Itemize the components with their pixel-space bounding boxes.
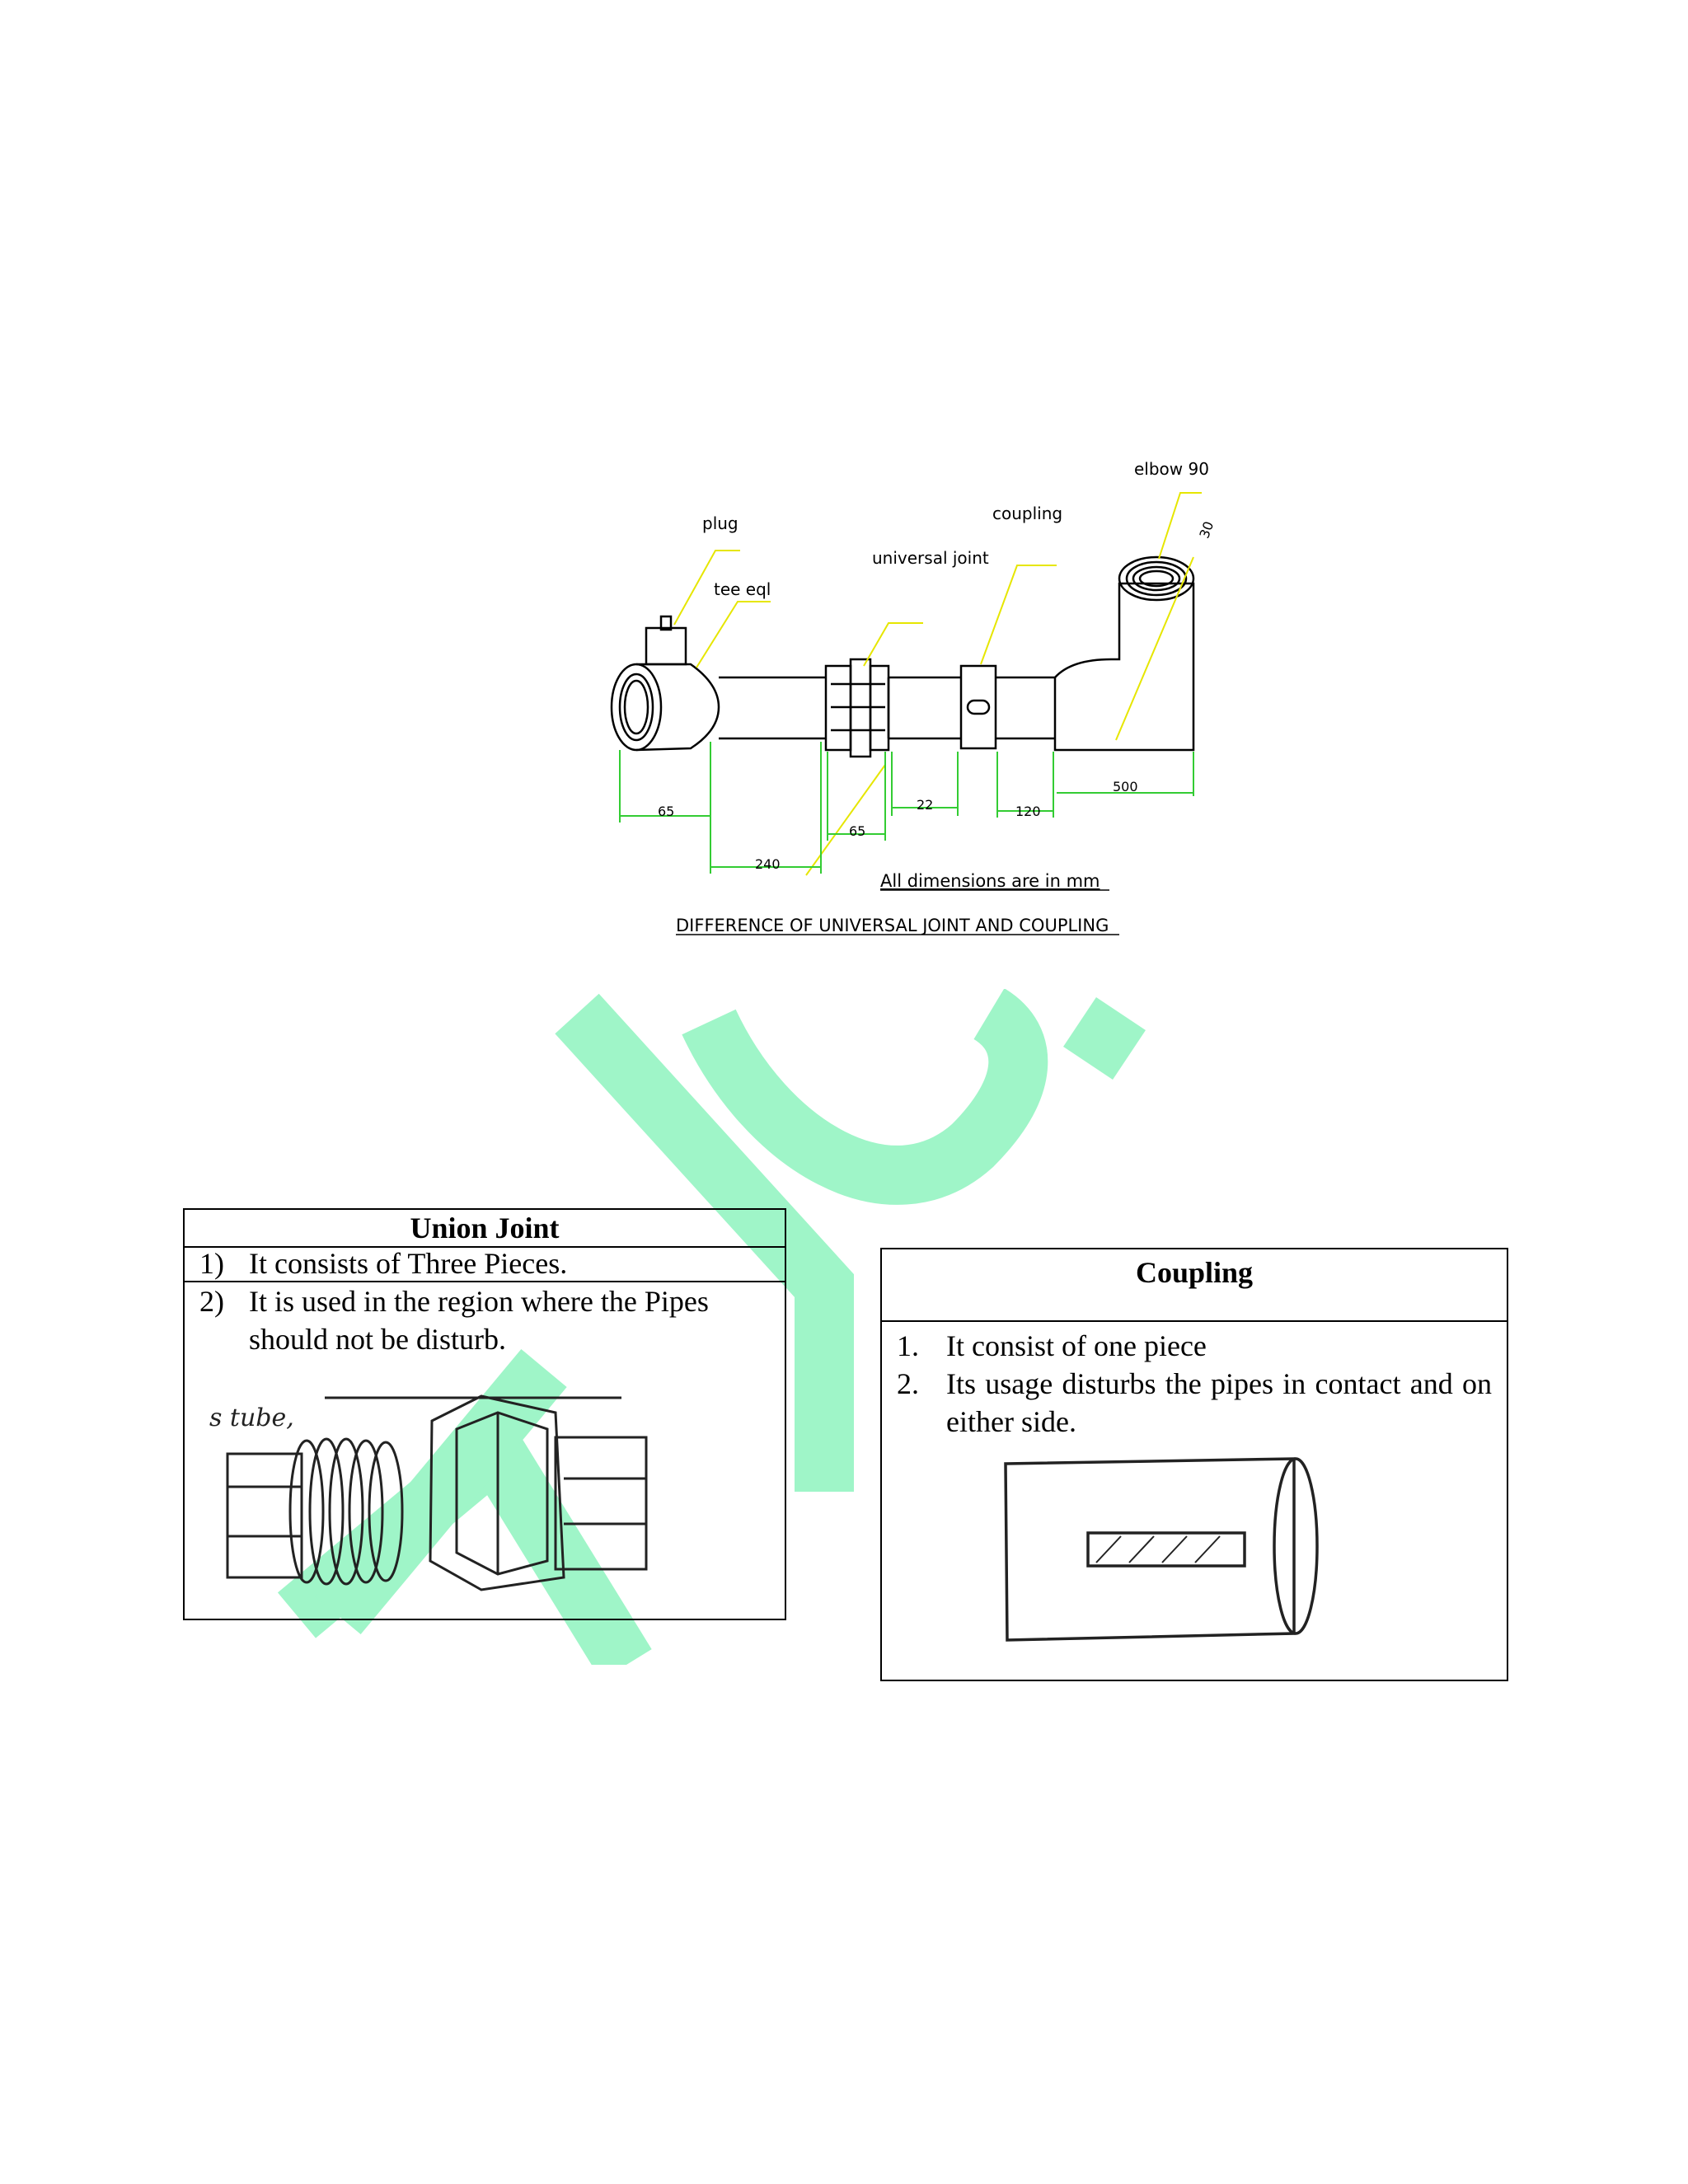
list-item: 1. It consist of one piece [897, 1327, 1492, 1365]
dim-pipe-2: 22 [917, 797, 933, 813]
coupling-list: 1. It consist of one piece 2. Its usage … [882, 1322, 1507, 1441]
item-text: It is used in the region where the Pipes… [249, 1285, 709, 1356]
coupling-sketch [1004, 1457, 1319, 1642]
item-number: 1) [199, 1247, 224, 1280]
elbow-90 [1053, 582, 1195, 752]
label-angle: 30 [1196, 519, 1217, 541]
item-text: Its usage disturbs the pipes in contact … [946, 1367, 1492, 1438]
dim-universal-joint: 65 [849, 823, 865, 839]
dim-elbow: 500 [1113, 779, 1138, 794]
tee-eql [635, 663, 720, 752]
dimension-note: All dimensions are in mm [880, 871, 1100, 891]
item-number: 2. [897, 1367, 919, 1400]
label-elbow: elbow 90 [1134, 459, 1209, 479]
label-coupling: coupling [992, 504, 1062, 523]
list-item: 2. Its usage disturbs the pipes in conta… [897, 1365, 1492, 1441]
table-row: 1) It consists of Three Pieces. [185, 1248, 785, 1282]
dim-coupling: 120 [1015, 804, 1041, 819]
pipe-assembly-drawing: plug tee eql universal joint coupling el… [610, 459, 1217, 935]
drawing-caption: DIFFERENCE OF UNIVERSAL JOINT AND COUPLI… [676, 916, 1109, 935]
label-tee: tee eql [714, 579, 771, 599]
label-plug: plug [702, 513, 738, 533]
union-joint-title: Union Joint [185, 1210, 785, 1248]
coupling-part [959, 664, 997, 750]
item-number: 2) [199, 1285, 224, 1318]
coupling-table: Coupling 1. It consist of one piece 2. I… [880, 1248, 1508, 1681]
union-joint-table: Union Joint 1) It consists of Three Piec… [183, 1208, 786, 1620]
item-number: 1. [897, 1329, 919, 1362]
item-text: It consist of one piece [946, 1329, 1207, 1362]
label-universal-joint: universal joint [872, 548, 989, 568]
union-joint-sketch: s tube, [209, 1394, 648, 1591]
item-text: It consists of Three Pieces. [249, 1247, 568, 1280]
watermark-logo [277, 989, 1146, 1665]
dim-pipe-1: 240 [755, 856, 781, 872]
coupling-title: Coupling [882, 1249, 1507, 1322]
dim-tee: 65 [658, 804, 674, 819]
sketch-label: s tube, [209, 1404, 294, 1432]
universal-joint [824, 658, 890, 758]
table-row: 2) It is used in the region where the Pi… [185, 1282, 785, 1358]
plug [645, 626, 687, 666]
